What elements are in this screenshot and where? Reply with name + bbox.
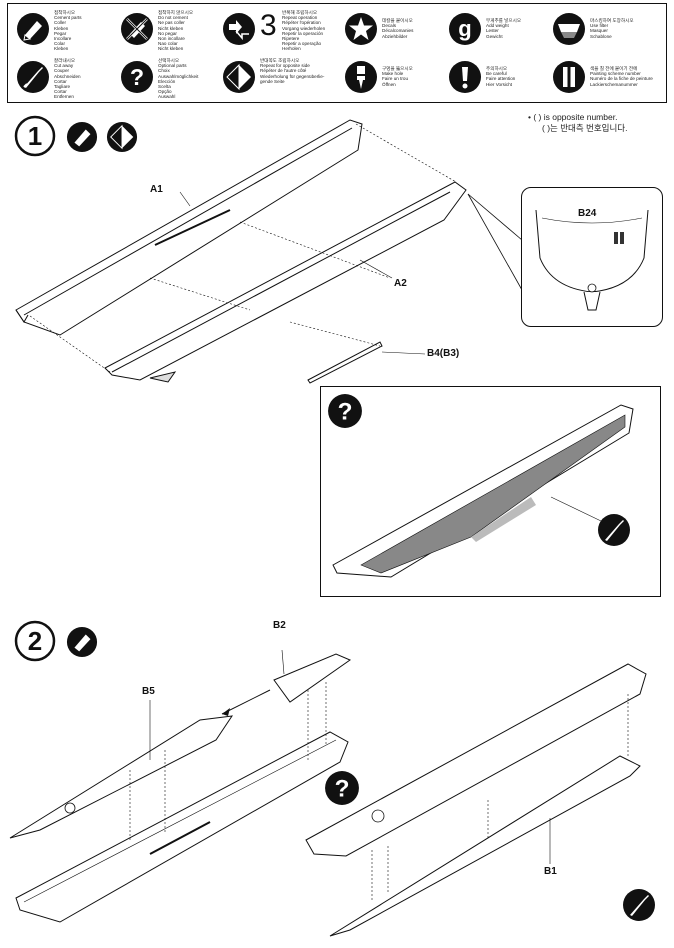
hull-assembly-left <box>15 731 349 923</box>
opposite-number-note: • ( ) is opposite number. ( )는 반대측 번호입니다… <box>528 112 628 133</box>
leader-b4 <box>381 351 426 355</box>
part-b4 <box>307 341 383 384</box>
decals-icon <box>345 13 377 45</box>
optional-icon: ? <box>325 771 359 805</box>
drill-icon <box>345 61 377 93</box>
label-b2: B2 <box>273 620 286 631</box>
leader-a1 <box>179 191 191 207</box>
opposite-side-icon <box>223 61 255 93</box>
repeat-icon <box>223 13 255 45</box>
stern-view <box>535 209 649 311</box>
callout-line <box>467 193 523 291</box>
part-b2 <box>273 653 352 703</box>
opposite-side-icon <box>106 121 138 153</box>
cut-icon <box>598 514 630 546</box>
step-2-number: 2 <box>27 626 43 656</box>
svg-text:g: g <box>458 16 471 41</box>
part-b1 <box>329 755 641 937</box>
svg-text:?: ? <box>338 398 353 425</box>
label-a1: A1 <box>150 184 163 195</box>
svg-text:?: ? <box>130 64 144 90</box>
part-b24-right <box>620 232 624 244</box>
label-b1: B1 <box>544 866 557 877</box>
step-1-number: 1 <box>27 121 43 151</box>
assembly-guides <box>29 123 457 373</box>
optional-icon: ? <box>328 394 362 428</box>
cut-icon <box>623 889 655 921</box>
step-1-marker <box>14 115 56 157</box>
part-b24-left <box>614 232 618 244</box>
cement-icon <box>66 626 98 658</box>
leader-b2 <box>281 650 285 675</box>
paint-scheme-icon <box>553 61 585 93</box>
label-b24: B24 <box>578 208 597 219</box>
hull-half-a2 <box>104 181 467 383</box>
svg-text:?: ? <box>335 775 350 802</box>
label-a2: A2 <box>394 278 407 289</box>
hull-waterline-view <box>332 404 634 578</box>
cement-icon <box>66 121 98 153</box>
step-2-marker <box>14 620 56 662</box>
label-b5: B5 <box>142 686 155 697</box>
callout-line <box>467 193 523 241</box>
leader-a2 <box>359 259 393 279</box>
part-b5 <box>9 715 234 839</box>
step-1-diagram <box>15 119 523 384</box>
optional-panel: ? <box>320 386 661 597</box>
filter-icon <box>553 13 585 45</box>
hull-assembly-right <box>305 663 647 857</box>
caution-icon <box>449 61 481 93</box>
cement-icon <box>17 13 49 45</box>
weight-icon: g <box>449 13 481 45</box>
repeat-count: 3 <box>260 9 277 42</box>
label-b4: B4(B3) <box>427 348 460 359</box>
hull-half-a1 <box>15 119 363 336</box>
cut-icon <box>17 61 49 93</box>
step-2-diagram <box>9 650 647 937</box>
optional-icon: ? <box>121 61 153 93</box>
stern-detail-callout: B24 <box>521 187 663 327</box>
no-cement-icon <box>121 13 153 45</box>
